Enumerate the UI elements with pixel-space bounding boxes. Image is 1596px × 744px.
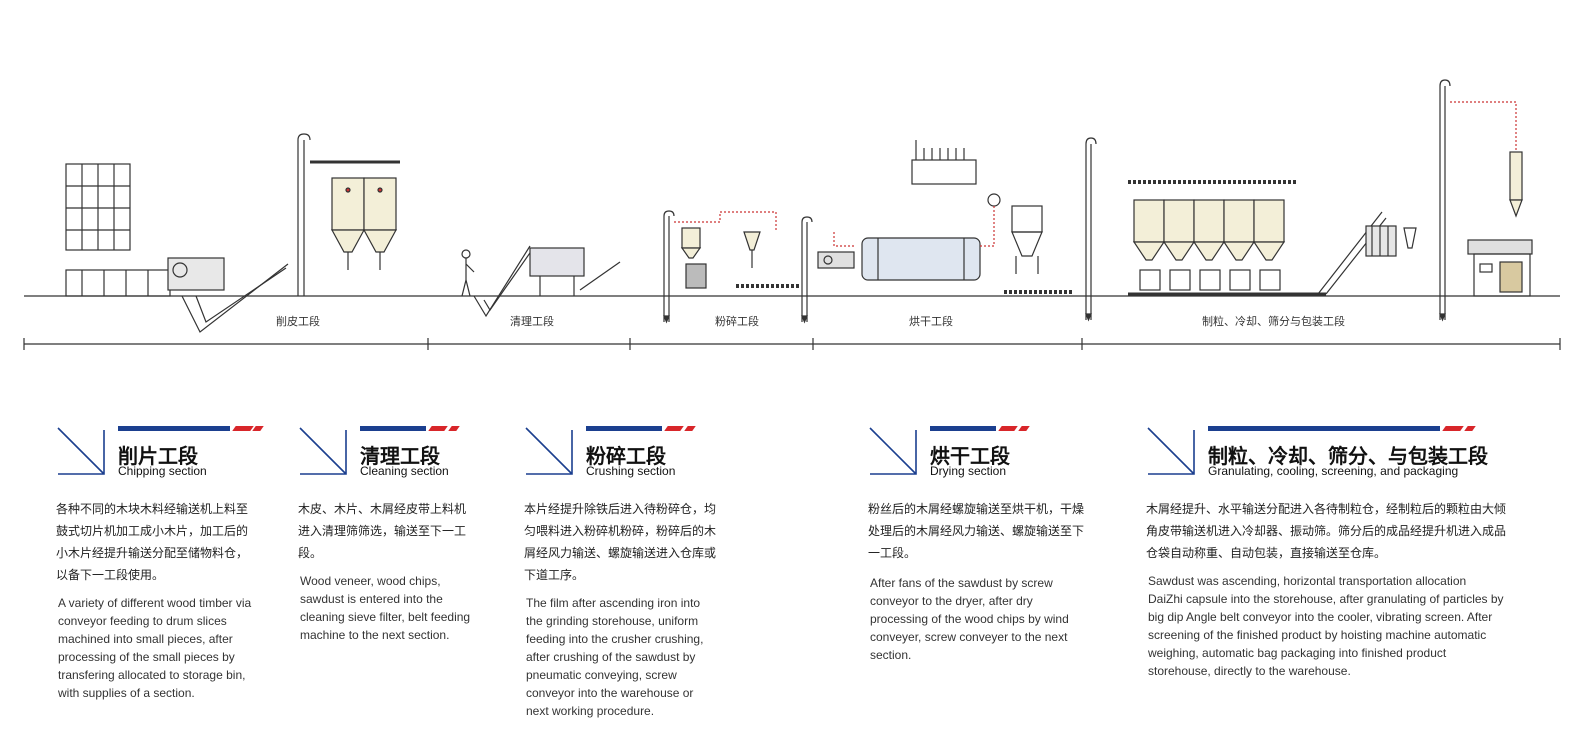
section-accent-bar	[586, 426, 696, 431]
section-desc-en: After fans of the sawdust by screw conve…	[870, 576, 1069, 662]
section-desc-en: Wood veneer, wood chips, sawdust is ente…	[300, 574, 471, 642]
arrow-corner-icon	[525, 427, 573, 475]
crushing-equipment	[663, 210, 813, 324]
stage-label-drying: 烘干工段	[909, 315, 953, 328]
section-title-en: Cleaning section	[360, 464, 449, 478]
section-title-en: Chipping section	[118, 464, 207, 478]
pelletizing-equipment	[1085, 79, 1533, 322]
drying-equipment	[817, 140, 1072, 294]
section-desc-en: A variety of different wood timber via c…	[58, 596, 252, 700]
section-title-cn: 削片工段	[118, 444, 198, 468]
section-title-cn: 制粒、冷却、筛分、与包装工段	[1208, 444, 1488, 468]
arrow-corner-icon	[869, 427, 917, 475]
section-title-cn: 粉碎工段	[586, 444, 666, 468]
arrow-corner-icon	[299, 427, 347, 475]
section-title-en: Crushing section	[586, 464, 676, 478]
section-accent-bar	[930, 426, 1030, 431]
cleaning-equipment	[461, 245, 621, 318]
section-desc-cn: 粉丝后的木屑经螺旋输送至烘干机，干燥处理后的木屑经风力输送、螺旋输送至下一工段。	[868, 502, 1085, 560]
chipping-equipment	[65, 133, 400, 333]
section-desc-cn: 本片经提升除铁后进入待粉碎仓，均匀喂料进入粉碎机粉碎，粉碎后的木屑经风力输送、螺…	[524, 502, 717, 582]
section-accent-bar	[360, 426, 460, 431]
section-title-cn: 烘干工段	[930, 444, 1010, 468]
stage-label-chipping: 削皮工段	[276, 315, 320, 328]
section-desc-cn: 木屑经提升、水平输送分配进入各待制粒仓，经制粒后的颗粒由大倾角皮带输送机进入冷却…	[1146, 502, 1507, 560]
stage-label-crushing: 粉碎工段	[715, 315, 759, 328]
stage-label-cleaning: 清理工段	[510, 315, 554, 328]
section-title-en: Drying section	[930, 464, 1007, 478]
section-accent-bar	[1208, 426, 1478, 431]
section-title-en: Granulating, cooling, screening, and pac…	[1208, 464, 1459, 478]
section-desc-cn: 木皮、木片、木屑经皮带上料机进入清理筛筛选，输送至下一工段。	[298, 502, 467, 560]
arrow-corner-icon	[57, 427, 105, 475]
stage-label-pelletizing: 制粒、冷却、筛分与包装工段	[1202, 315, 1345, 328]
section-desc-en: Sawdust was ascending, horizontal transp…	[1148, 574, 1504, 678]
section-desc-en: The film after ascending iron into the g…	[526, 596, 704, 718]
arrow-corner-icon	[1147, 427, 1195, 475]
section-desc-cn: 各种不同的木块木料经输送机上料至鼓式切片机加工成小木片，加工后的小木片经提升输送…	[56, 502, 249, 582]
section-title-cn: 清理工段	[360, 444, 440, 468]
section-accent-bar	[118, 426, 266, 431]
process-flow-diagram	[23, 79, 1561, 350]
